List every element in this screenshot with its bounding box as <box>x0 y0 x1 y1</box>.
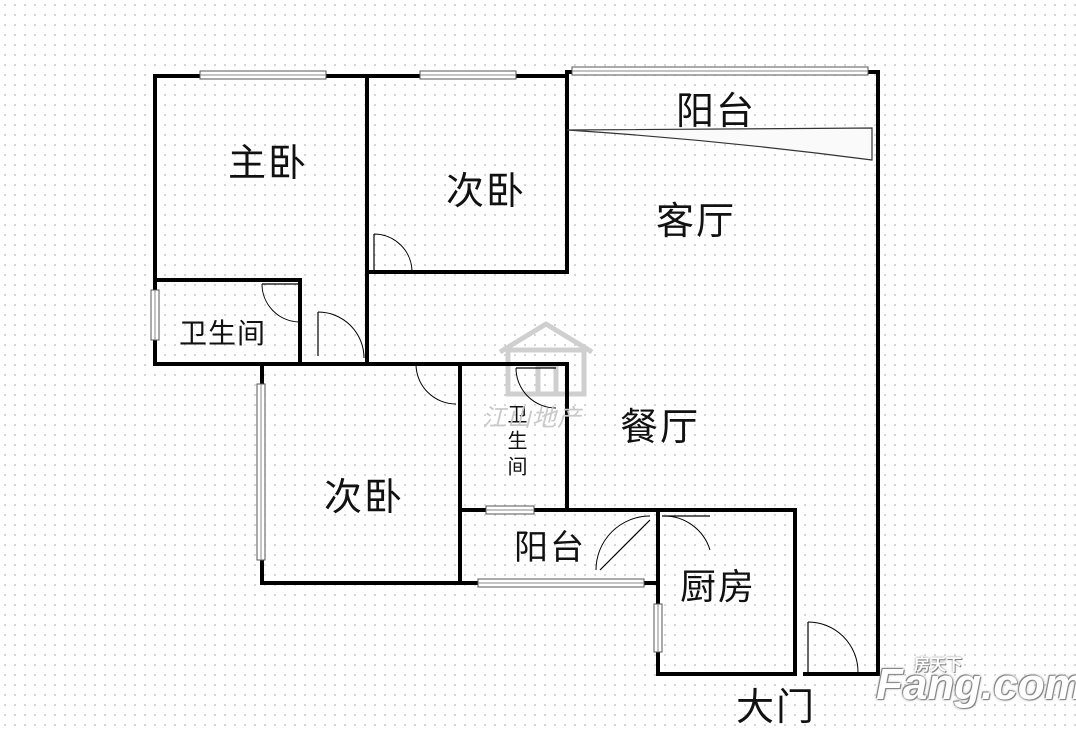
room-label-second-bedroom-north: 次卧 <box>446 169 527 213</box>
brand-tag: 房天下 <box>914 655 963 674</box>
watermark-text: 江山地产 <box>482 404 582 432</box>
balcony-slider <box>566 127 873 161</box>
room-label-master-bedroom: 主卧 <box>228 141 309 185</box>
room-label-living-room: 客厅 <box>656 199 737 243</box>
room-label-kitchen: 厨房 <box>680 567 757 608</box>
entrance-label: 大门 <box>736 685 817 729</box>
room-label-dining-room: 餐厅 <box>620 405 701 449</box>
room-label-bathroom-center: 卫生间 <box>504 404 528 482</box>
room-label-bathroom-west: 卫生间 <box>179 317 267 350</box>
room-label-second-bedroom-south: 次卧 <box>324 475 405 519</box>
room-label-balcony-south: 阳台 <box>514 528 586 568</box>
doors <box>261 233 859 673</box>
windows <box>150 66 869 653</box>
brand-logo: Fang.com <box>876 660 1076 709</box>
room-label-balcony-north: 阳台 <box>676 89 757 133</box>
watermark-house-icon <box>498 321 594 397</box>
